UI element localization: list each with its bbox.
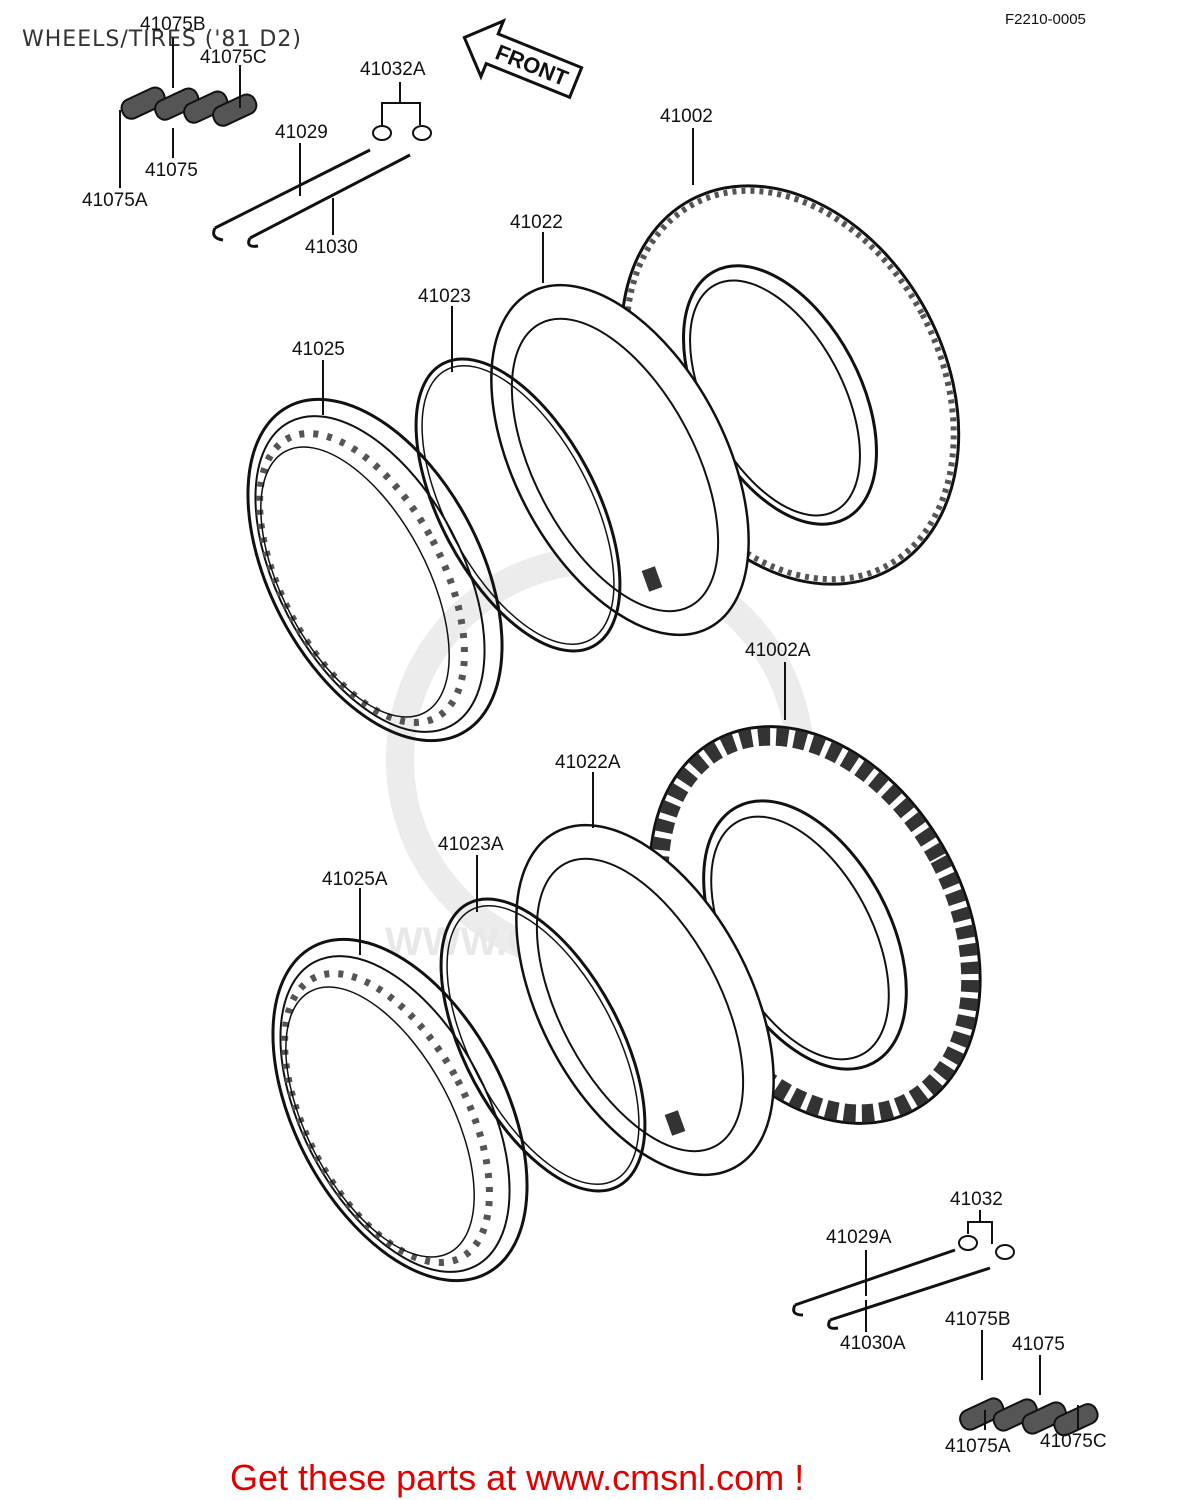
- label-41023: 41023: [418, 286, 471, 307]
- diagram-title: WHEELS/TIRES ('81 D2): [22, 27, 302, 52]
- footer-link[interactable]: Get these parts at www.cmsnl.com !: [230, 1457, 804, 1498]
- label-41075B-bottom: 41075B: [945, 1309, 1011, 1330]
- label-41075-bottom: 41075: [1012, 1334, 1065, 1355]
- front-rim-icon: [246, 397, 504, 743]
- front-tube-icon: [490, 283, 750, 637]
- label-41025A: 41025A: [322, 869, 388, 890]
- label-41032: 41032: [950, 1189, 1003, 1210]
- leader-41032: [967, 1210, 993, 1244]
- label-41075C-bottom: 41075C: [1040, 1431, 1107, 1452]
- spokes-top-icon: [212, 125, 432, 248]
- label-41030: 41030: [305, 237, 358, 258]
- label-41075A-bottom: 41075A: [945, 1436, 1011, 1457]
- figure-code: F2210-0005: [1005, 11, 1086, 28]
- rear-rim-icon: [271, 937, 529, 1283]
- label-41075C-top: 41075C: [200, 47, 267, 68]
- label-41075-top: 41075: [145, 160, 198, 181]
- spoke-nipples-bottom-icon: [959, 1397, 1099, 1437]
- label-41002A: 41002A: [745, 640, 811, 661]
- front-arrow-icon: FRONT: [462, 18, 584, 100]
- label-41023A: 41023A: [438, 834, 504, 855]
- leader-41032A: [381, 82, 421, 125]
- label-41022A: 41022A: [555, 752, 621, 773]
- label-41002: 41002: [660, 106, 713, 127]
- label-41030A: 41030A: [840, 1333, 906, 1354]
- label-41022: 41022: [510, 212, 563, 233]
- spokes-bottom-icon: [792, 1235, 1015, 1330]
- label-41075B-top: 41075B: [140, 14, 206, 35]
- spoke-nipples-top-icon: [120, 86, 258, 127]
- label-41075A-top: 41075A: [82, 190, 148, 211]
- label-41032A: 41032A: [360, 59, 426, 80]
- label-41029: 41029: [275, 122, 328, 143]
- label-41029A: 41029A: [826, 1227, 892, 1248]
- label-41025: 41025: [292, 339, 345, 360]
- rear-tube-icon: [515, 823, 775, 1177]
